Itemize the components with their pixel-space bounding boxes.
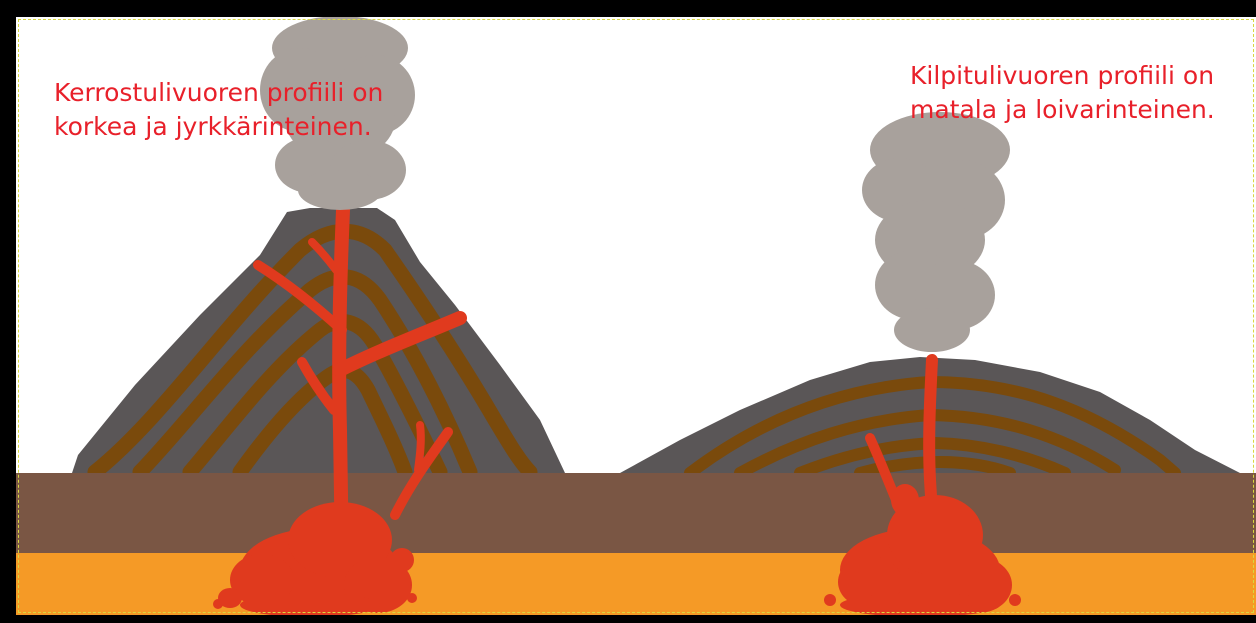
shield-volcano-label-line2: matala ja loivarinteinen. [910, 95, 1215, 124]
stratovolcano-label: Kerrostulivuoren profiili on korkea ja j… [54, 76, 383, 144]
stratovolcano-label-line1: Kerrostulivuoren profiili on [54, 78, 383, 107]
shield-smoke-plume [862, 112, 1010, 352]
mantle-layer [16, 552, 1256, 615]
shield-volcano-label-line1: Kilpitulivuoren profiili on [910, 61, 1214, 90]
stratovolcano-label-line2: korkea ja jyrkkärinteinen. [54, 112, 372, 141]
diagram-canvas: Kerrostulivuoren profiili on korkea ja j… [16, 17, 1256, 615]
strato-branch-tip [418, 425, 421, 470]
shield-volcano-label: Kilpitulivuoren profiili on matala ja lo… [910, 59, 1215, 127]
crust-layer [16, 473, 1256, 553]
